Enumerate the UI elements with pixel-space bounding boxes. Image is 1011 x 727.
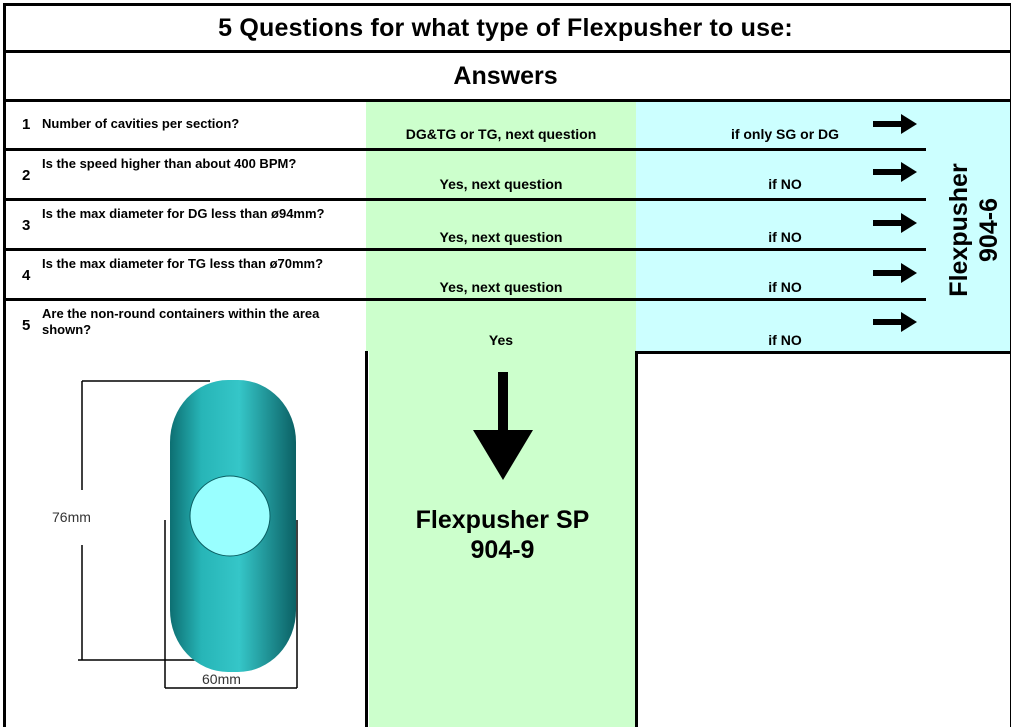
side-result-line2: 904-6 — [975, 198, 1003, 262]
divider — [3, 148, 926, 151]
arrow-right-icon — [873, 162, 917, 182]
no-column — [636, 102, 1011, 351]
question-number: 3 — [22, 217, 31, 234]
yes-answer: Yes, next question — [439, 229, 563, 245]
arrow-right-icon — [873, 213, 917, 233]
question-text: Is the max diameter for DG less than ø94… — [42, 206, 325, 221]
bottom-result: Flexpusher SP 904-9 — [369, 505, 636, 565]
no-answer: if NO — [768, 279, 802, 295]
circle-marker — [189, 475, 271, 557]
arrow-down-icon — [473, 372, 533, 480]
divider — [3, 198, 926, 201]
divider — [636, 351, 1011, 354]
height-dimension-label: 76mm — [52, 509, 91, 525]
divider — [3, 248, 926, 251]
bottom-result-line1: Flexpusher SP — [415, 506, 590, 534]
question-number: 1 — [22, 116, 31, 133]
divider — [3, 99, 1011, 102]
container-diagram: 76mm 60mm — [52, 380, 298, 689]
divider — [365, 351, 368, 727]
side-result: Flexpusher 904-6 — [945, 163, 1003, 297]
arrow-right-icon — [873, 312, 917, 332]
no-answer: if NO — [768, 176, 802, 192]
page-title: 5 Questions for what type of Flexpusher … — [218, 13, 793, 42]
bottom-result-line2: 904-9 — [470, 536, 535, 564]
yes-answer: Yes — [488, 332, 514, 348]
arrow-right-icon — [873, 114, 917, 134]
answers-header: Answers — [453, 61, 558, 90]
yes-answer: Yes, next question — [439, 176, 563, 192]
yes-column-top — [366, 102, 636, 351]
question-text: Number of cavities per section? — [42, 116, 240, 131]
no-answer: if only SG or DG — [730, 126, 840, 142]
no-answer: if NO — [768, 229, 802, 245]
divider — [3, 50, 1011, 53]
yes-answer: Yes, next question — [439, 279, 563, 295]
divider — [635, 351, 638, 727]
no-answer: if NO — [768, 332, 802, 348]
question-number: 4 — [22, 267, 31, 284]
divider — [3, 298, 926, 301]
question-text: Is the speed higher than about 400 BPM? — [42, 156, 297, 171]
question-number: 5 — [22, 317, 31, 334]
yes-answer: DG&TG or TG, next question — [405, 126, 597, 142]
question-text: Are the non-round containers within the … — [42, 306, 320, 337]
divider — [3, 3, 1011, 6]
question-text: Is the max diameter for TG less than ø70… — [42, 256, 324, 271]
arrow-right-icon — [873, 263, 917, 283]
question-number: 2 — [22, 167, 31, 184]
width-dimension-label: 60mm — [202, 671, 241, 687]
side-result-line1: Flexpusher — [945, 163, 973, 297]
